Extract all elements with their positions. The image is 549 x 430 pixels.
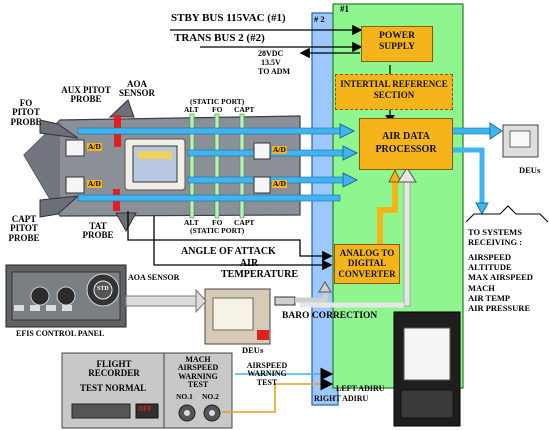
static-port-bottom-label: (STATIC PORT) — [190, 227, 244, 235]
ad-label-capt: A/D — [87, 180, 102, 188]
efis-knob-label: STD — [97, 286, 109, 292]
systems-list-item: AIR PRESSURE — [468, 303, 548, 313]
test-normal-label: TEST NORMAL — [80, 384, 146, 393]
stby-bus-label: STBY BUS 115VAC (#1) — [171, 13, 286, 25]
ad-label-static-1: A/D — [272, 146, 287, 154]
air-data-processor-label: AIR DATA PROCESSOR — [375, 131, 436, 155]
power-supply-label: POWER SUPPLY — [379, 31, 415, 52]
fo-pitot-label: FO PITOT PROBE — [6, 99, 46, 127]
air-line-top — [78, 128, 340, 134]
power-out-adm: TO ADM — [258, 68, 290, 76]
no2-label: NO.2 — [202, 393, 219, 401]
adiru-tag-2: # 2 — [314, 15, 325, 24]
adc-converter-label: ANALOG TO DIGITAL CONVERTER — [338, 248, 395, 279]
tat-probe-label: TAT PROBE — [82, 222, 114, 241]
systems-title: TO SYSTEMS RECEIVING : — [468, 228, 546, 248]
right-adiru-label: RIGHT ADIRU — [314, 395, 368, 403]
static-port-alt-top: ALT — [184, 106, 199, 114]
systems-list-item: ALTITUDE — [468, 262, 548, 272]
systems-list-item: AIRSPEED — [468, 252, 548, 262]
inertial-reference-label: INTERTIAL REFERENCE SECTION — [340, 79, 447, 100]
off-indicator: OFF — [138, 406, 152, 413]
aux-pitot-label: AUX PITOT PROBE — [60, 86, 112, 105]
static-port-fo-top: FO — [212, 106, 222, 114]
systems-list-item: MACH — [468, 283, 548, 293]
static-port-capt-top: CAPT — [234, 106, 254, 114]
capt-pitot-label: CAPT PITOT PROBE — [6, 215, 42, 243]
aoa-sensor-label: AOA SENSOR — [118, 80, 156, 99]
aoa-sensor-bottom-label: AOA SENSOR — [128, 274, 179, 282]
inertial-reference-module: INTERTIAL REFERENCE SECTION — [335, 74, 453, 110]
tat-probe-shape — [116, 213, 136, 231]
adiru-tag-1: #1 — [340, 5, 349, 14]
power-supply-module: POWER SUPPLY — [361, 26, 433, 62]
air-line-bottom — [78, 195, 340, 201]
deus-center-label: DEUs — [242, 346, 263, 355]
air-data-processor-module: AIR DATA PROCESSOR — [359, 118, 453, 170]
trans-bus-label: TRANS BUS 2 (#2) — [174, 33, 265, 45]
no1-label: NO.1 — [176, 393, 193, 401]
flight-recorder-label: FLIGHT RECORDER — [86, 360, 142, 379]
ad-label-static-2: A/D — [272, 180, 287, 188]
adc-converter-module: ANALOG TO DIGITAL CONVERTER — [334, 244, 400, 284]
instrument-display-band — [138, 151, 172, 159]
aoa-sensor-shape — [110, 100, 134, 117]
ad-label-fo: A/D — [87, 143, 102, 151]
angle-of-attack-label: ANGLE OF ATTACK — [181, 247, 276, 258]
air-temperature-label: AIR TEMPERATURE — [221, 259, 277, 280]
systems-list-item: AIR TEMP — [468, 293, 548, 303]
mach-warning-label: MACH AIRSPEED WARNING TEST — [168, 356, 228, 390]
systems-list-item: MAX AIRSPEED — [468, 272, 548, 282]
airspeed-warning-test-label: AIRSPEED WARNING TEST — [244, 362, 290, 387]
baro-correction-label: BARO CORRECTION — [282, 312, 377, 322]
deus-right-label: DEUs — [519, 166, 540, 175]
efis-panel-label: EFIS CONTROL PANEL — [16, 330, 104, 338]
left-adiru-label: LEFT ADIRU — [336, 385, 385, 393]
